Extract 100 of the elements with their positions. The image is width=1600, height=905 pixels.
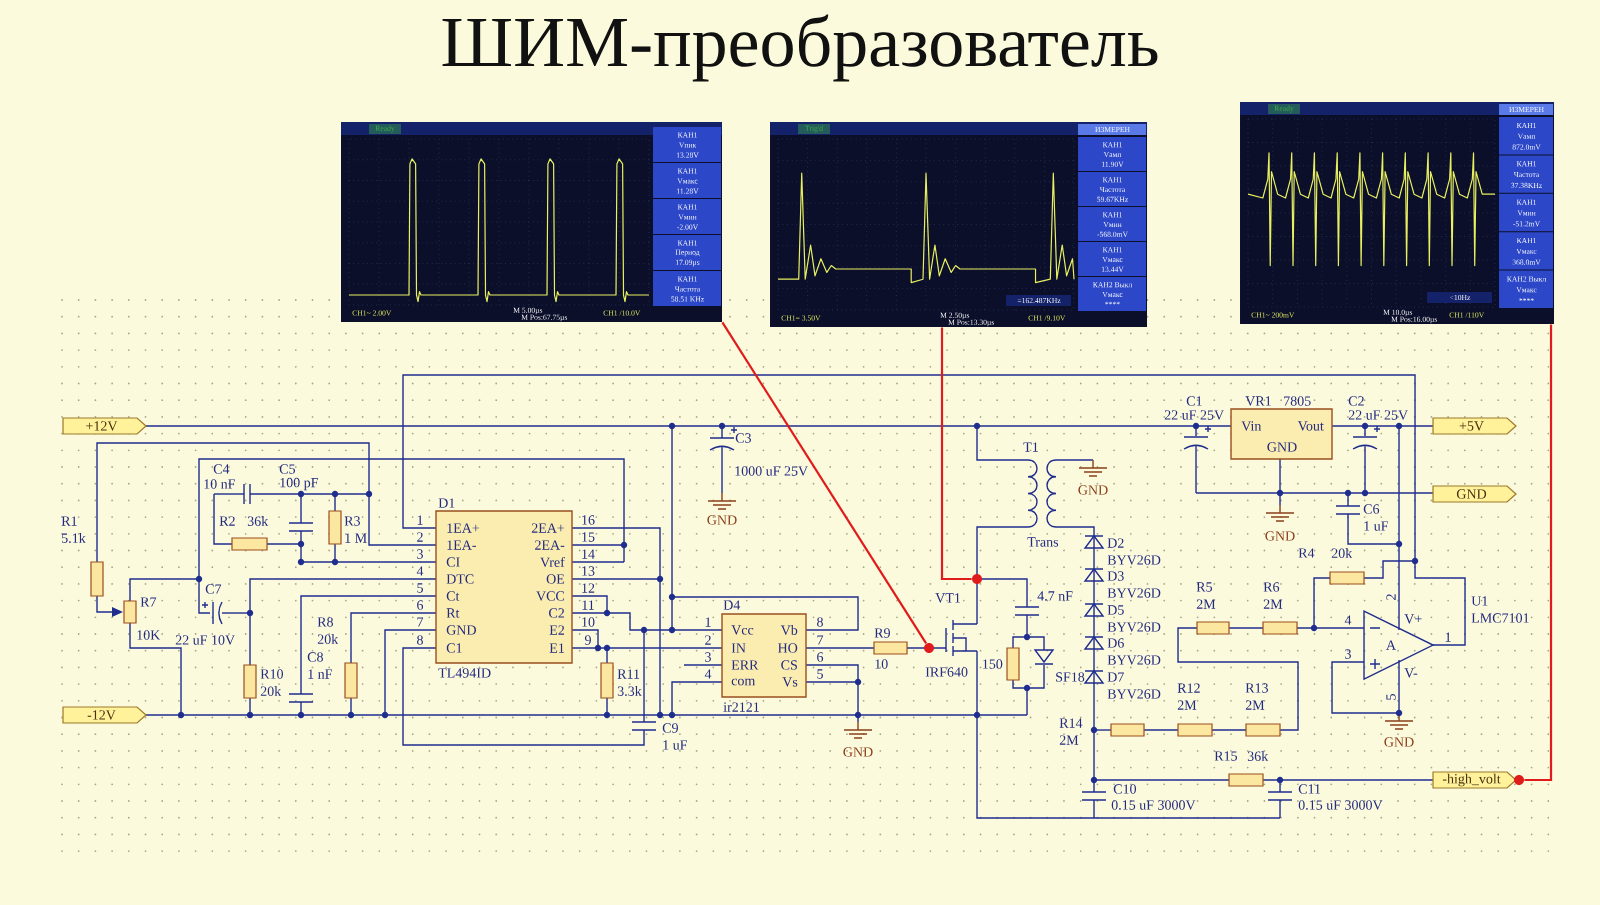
pin-label: ERR	[731, 660, 759, 670]
pin-number: 6	[817, 652, 824, 662]
component-label: 2M	[1245, 700, 1265, 710]
component-label: 36k	[247, 516, 269, 526]
port-label: -high_volt	[1432, 771, 1517, 789]
leader-line	[721, 321, 928, 645]
component-label: ir2121	[723, 702, 759, 712]
pin-number: 4	[704, 669, 712, 679]
pin-number: 8	[817, 617, 823, 627]
pin-label: E1	[549, 643, 564, 653]
port-label: GND	[1432, 485, 1517, 503]
pin-label: Vout	[1297, 421, 1324, 431]
component-label: 1000 uF 25V	[735, 466, 808, 476]
component-label: R15	[1214, 751, 1237, 761]
pin-label: com	[731, 678, 756, 686]
component-label: D2	[1107, 538, 1124, 548]
component-label: R2	[219, 516, 235, 526]
component-label: 1 uF	[663, 740, 687, 750]
port-label: -12V	[62, 706, 147, 724]
component-label: 2M	[1059, 735, 1079, 745]
component-label: 0.15 uF 3000V	[1298, 800, 1383, 810]
pin-number: 7	[417, 617, 424, 627]
component-label: 100 pF	[280, 477, 318, 491]
component-label: 2M	[1263, 599, 1283, 609]
pin-number: 8	[417, 635, 423, 645]
pin-label: 1EA-	[447, 540, 476, 550]
component-label: R7	[140, 597, 157, 607]
component-label: BYV26D	[1107, 655, 1161, 665]
component-label: 10 nF	[204, 479, 235, 489]
pin-label: C2	[549, 608, 564, 618]
component-label: 36k	[1247, 751, 1269, 761]
pin-label: Vs	[782, 677, 798, 687]
component-label: C6	[1363, 504, 1380, 514]
component-label: T1	[1023, 442, 1038, 452]
ground-label: GND	[1078, 485, 1108, 495]
title: ШИМ-преобразователь	[442, 14, 1158, 82]
ic-chip	[416, 498, 595, 678]
pin-label: Vb	[780, 625, 798, 635]
component-label: D3	[1107, 571, 1124, 581]
component-label: R8	[317, 617, 333, 627]
pin-number: 4	[1344, 615, 1352, 625]
component-label: 1 uF	[1364, 521, 1388, 531]
ground-label: GND	[1384, 737, 1414, 747]
component-label: 10K	[137, 630, 161, 640]
pin-number: 5	[1386, 694, 1396, 700]
leader-line	[1524, 324, 1553, 782]
port-label: +5V	[1432, 417, 1517, 435]
component-label: 2M	[1196, 599, 1216, 609]
component-label: C8	[307, 652, 323, 662]
ic-chip	[704, 600, 824, 712]
component-label: VR1	[1245, 396, 1271, 406]
component-label: D6	[1107, 638, 1124, 648]
pin-number: 4	[416, 566, 424, 576]
component-label: R9	[874, 628, 890, 638]
component-label: BYV26D	[1107, 555, 1161, 565]
pin-label: V-	[1404, 668, 1418, 678]
component-label: 5.1k	[62, 533, 86, 543]
regulator-box	[1230, 396, 1333, 460]
pin-label: OE	[546, 574, 565, 584]
pin-label: E2	[549, 625, 564, 635]
port-label: +12V	[62, 417, 147, 435]
component-label: 1 M	[345, 533, 367, 543]
pin-label: Ct	[446, 591, 460, 601]
component-label: D7	[1107, 672, 1124, 682]
pin-number: 14	[582, 549, 595, 559]
pin-label: 2EA-	[535, 540, 565, 550]
component-label: U1	[1471, 596, 1488, 606]
component-label: 20k	[317, 634, 339, 644]
pin-label: 2EA+	[531, 523, 565, 533]
component-label: 20k	[260, 686, 282, 696]
component-label: R6	[1263, 582, 1280, 592]
ground-label: GND	[707, 515, 737, 525]
pin-number: 11	[582, 600, 594, 610]
pin-label: IN	[731, 643, 746, 653]
component-label: BYV26D	[1107, 689, 1161, 699]
pin-number: 2	[417, 532, 423, 542]
pin-number: 15	[582, 532, 595, 542]
component-label: R10	[260, 669, 283, 679]
component-label: R11	[617, 669, 640, 679]
component-label: R5	[1196, 582, 1212, 592]
component-label: 3.3k	[617, 686, 642, 696]
pin-label: DTC	[446, 574, 474, 584]
pin-number: 3	[417, 549, 423, 559]
component-label: 10	[875, 659, 888, 669]
component-label: C7	[205, 584, 222, 594]
component-label: 1 nF	[308, 669, 332, 679]
component-label: Trans	[1027, 537, 1059, 547]
component-label: R1	[61, 516, 77, 526]
component-label: D4	[723, 600, 741, 610]
pin-number: 13	[582, 566, 595, 576]
component-label: R13	[1245, 683, 1268, 693]
pin-number: 9	[584, 635, 591, 645]
component-label: R14	[1059, 718, 1083, 728]
pin-number: 6	[417, 600, 424, 610]
component-label: 150	[983, 659, 1003, 669]
pin-number: 5	[417, 583, 423, 593]
pin-number: 3	[1345, 649, 1351, 659]
pin-number: 3	[705, 652, 711, 662]
oscilloscope-screenshot	[770, 122, 1147, 327]
component-label: C4	[213, 464, 230, 474]
